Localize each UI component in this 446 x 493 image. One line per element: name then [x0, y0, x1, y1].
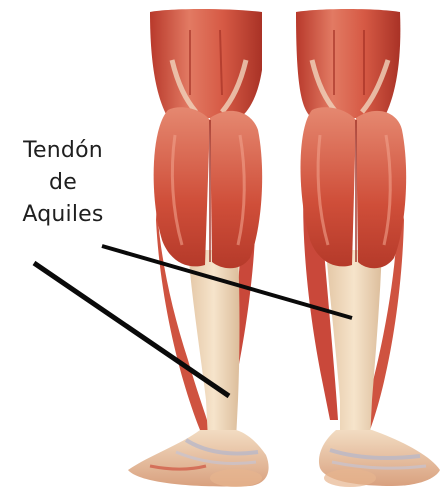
left-calf-lateral-head [210, 111, 262, 268]
label-line-2: de [6, 167, 120, 199]
achilles-tendon-label: Tendón de Aquiles [6, 135, 120, 231]
label-line-1: Tendón [6, 135, 120, 167]
label-line-3: Aquiles [6, 199, 120, 231]
left-leg [128, 9, 269, 487]
right-leg [296, 9, 440, 487]
